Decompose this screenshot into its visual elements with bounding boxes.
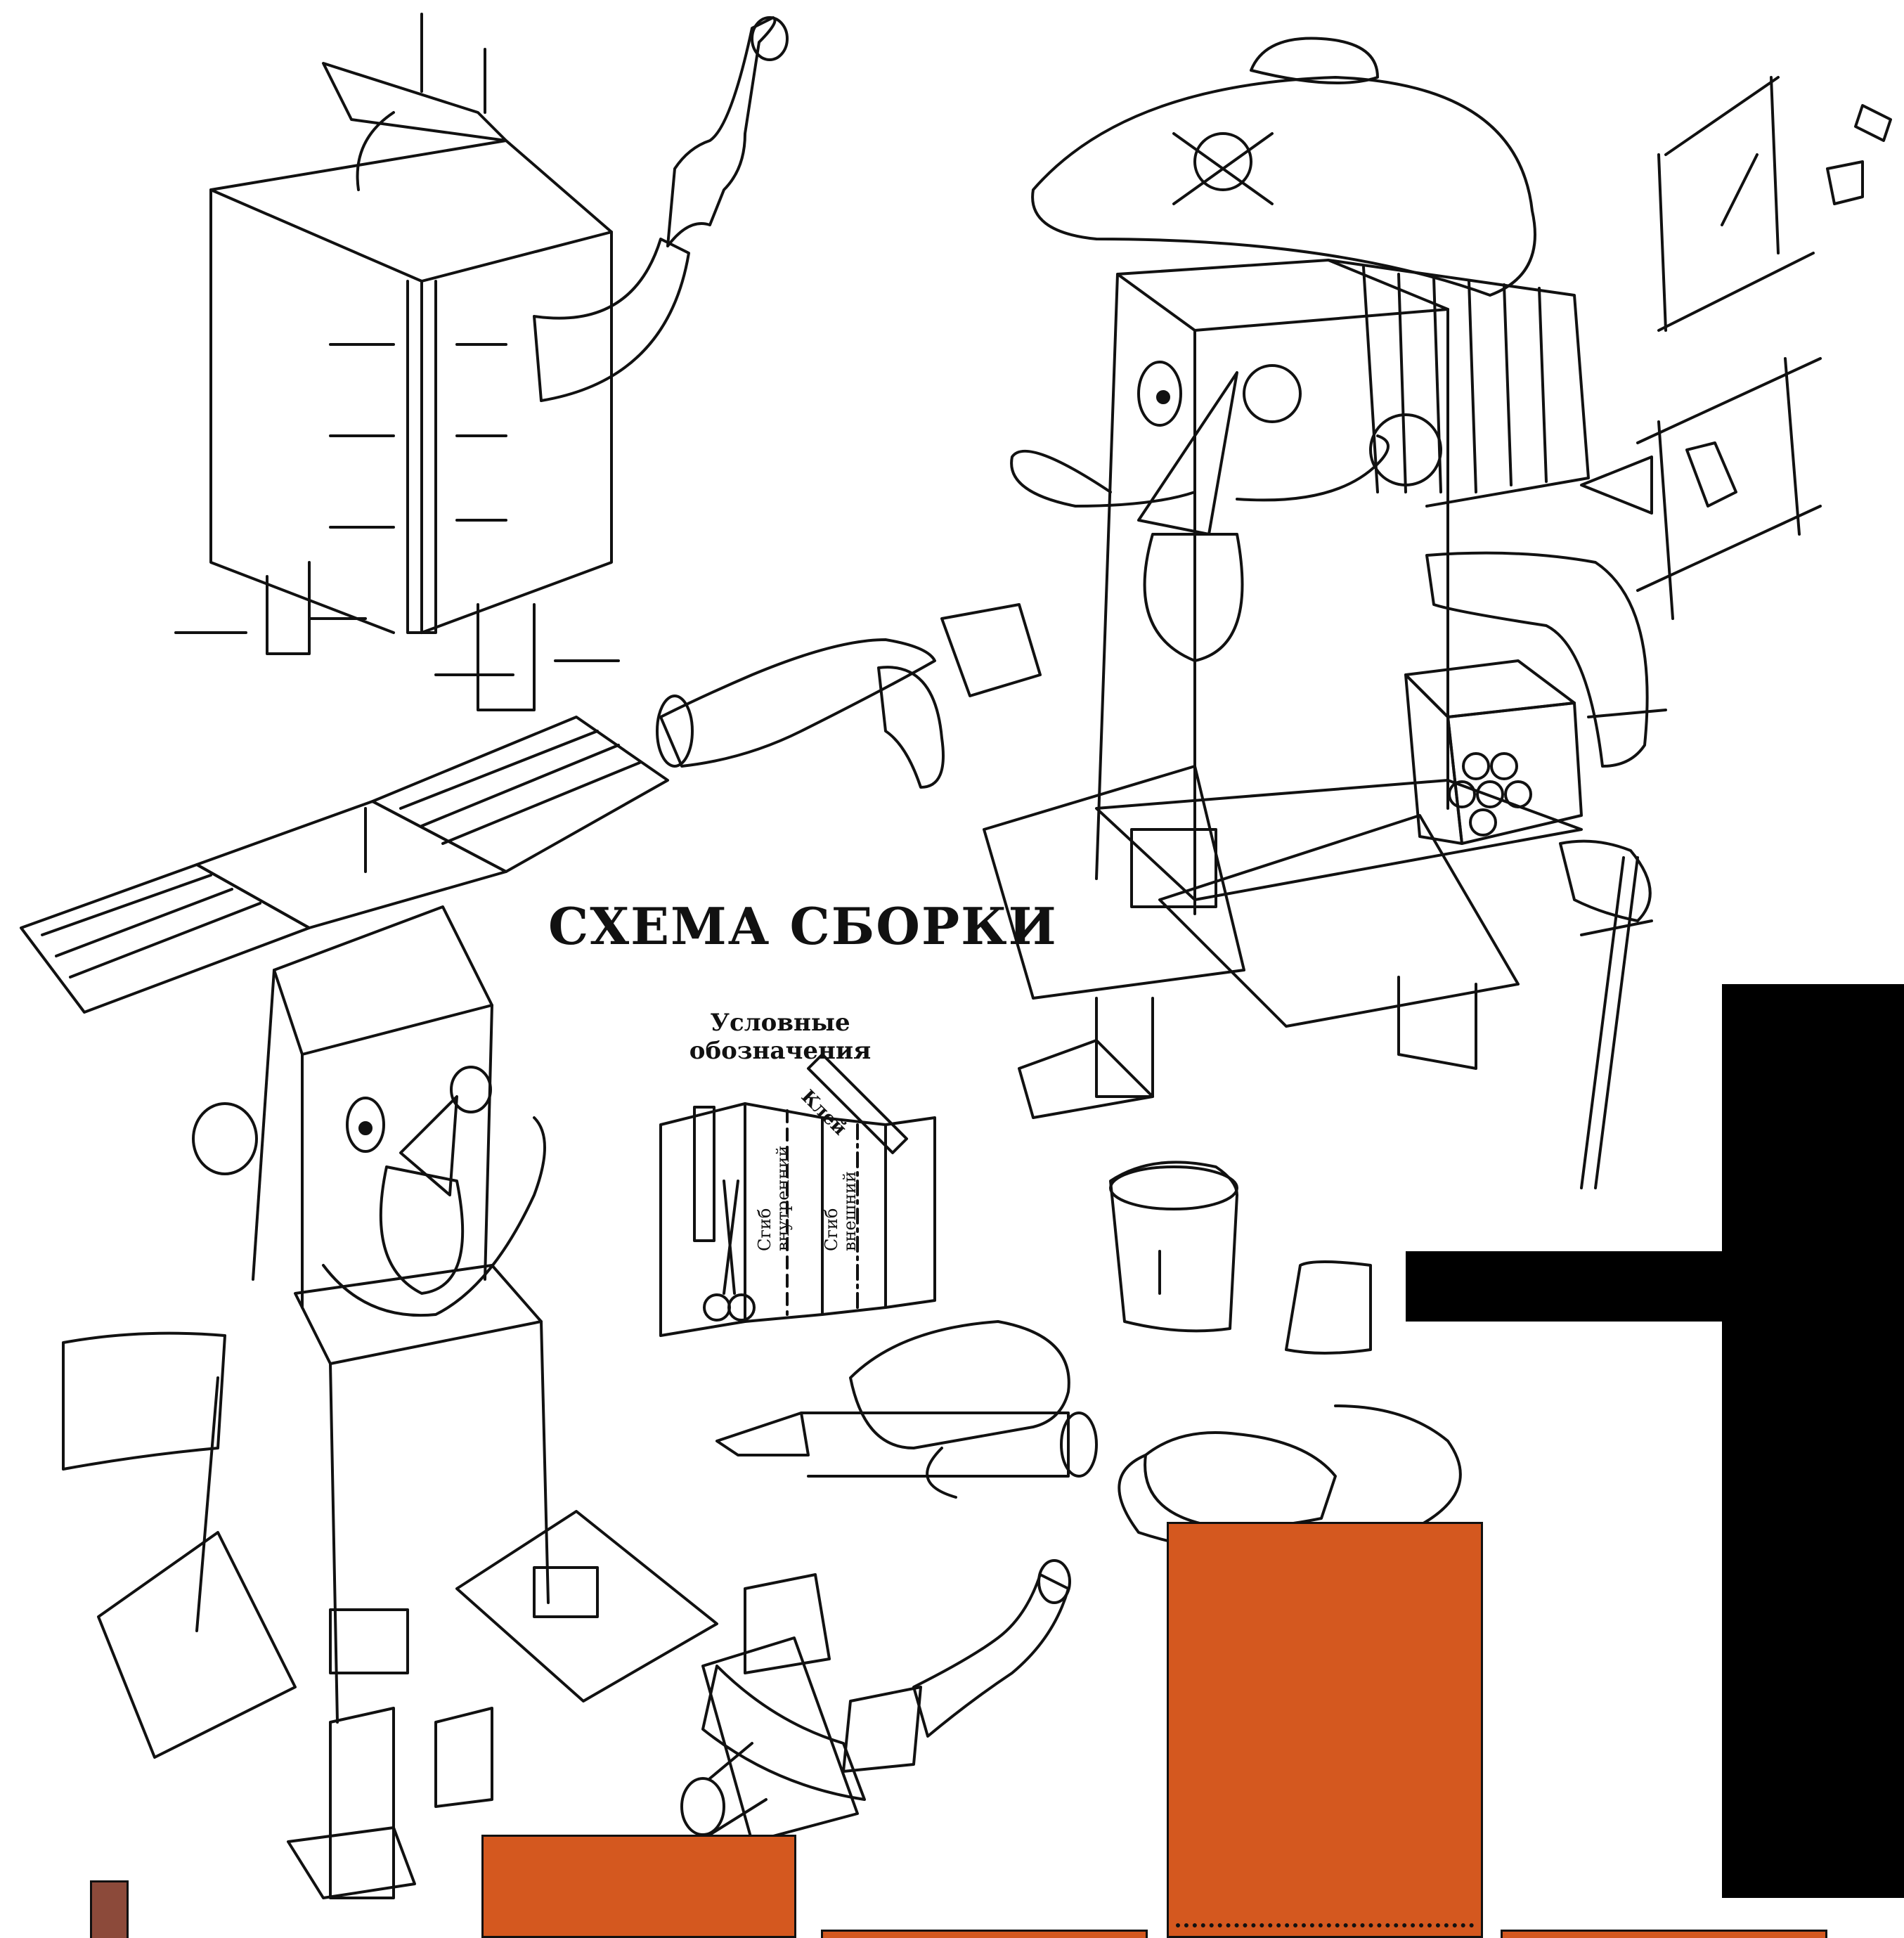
bandana-pieces [20,716,669,1014]
fold-outer-label: Сгиб внешний [822,1170,860,1251]
fold-inner-label-line2: внутренний [773,1145,793,1251]
cutout-orange-piece-right [1501,1930,1827,1938]
flap-details [1580,76,1892,620]
fold-outer-label-line2: внешний [840,1170,860,1251]
captain-pirate [656,37,1667,1189]
sleeve-on-pencil [715,1320,1098,1499]
sailor-pirate [62,905,718,1899]
pistol-assembly [680,1559,1071,1843]
legend-heading-line2: обозначения [689,1037,872,1065]
fold-inner-label: Сгиб внутренний [755,1145,793,1251]
legend-heading: Условные обозначения [619,1009,942,1065]
cutout-black-piece-horizontal [1406,1251,1729,1322]
hat-assembly [1109,1161,1462,1553]
cutout-orange-piece-tall [1167,1522,1483,1938]
cutout-orange-piece-mid [821,1930,1148,1938]
sheet-title: СХЕМА СБОРКИ [548,896,1058,956]
glue-dotted-line [1176,1923,1474,1927]
body-box-diagram [174,13,789,711]
legend-diagram [659,1053,936,1337]
cutout-brown-piece [90,1880,129,1938]
fold-outer-label-line1: Сгиб [822,1208,841,1251]
cutout-black-piece-vertical [1722,984,1904,1898]
fold-inner-label-line1: Сгиб [755,1208,775,1251]
legend-heading-line1: Условные [710,1009,850,1037]
cutout-orange-piece-left [481,1835,796,1938]
